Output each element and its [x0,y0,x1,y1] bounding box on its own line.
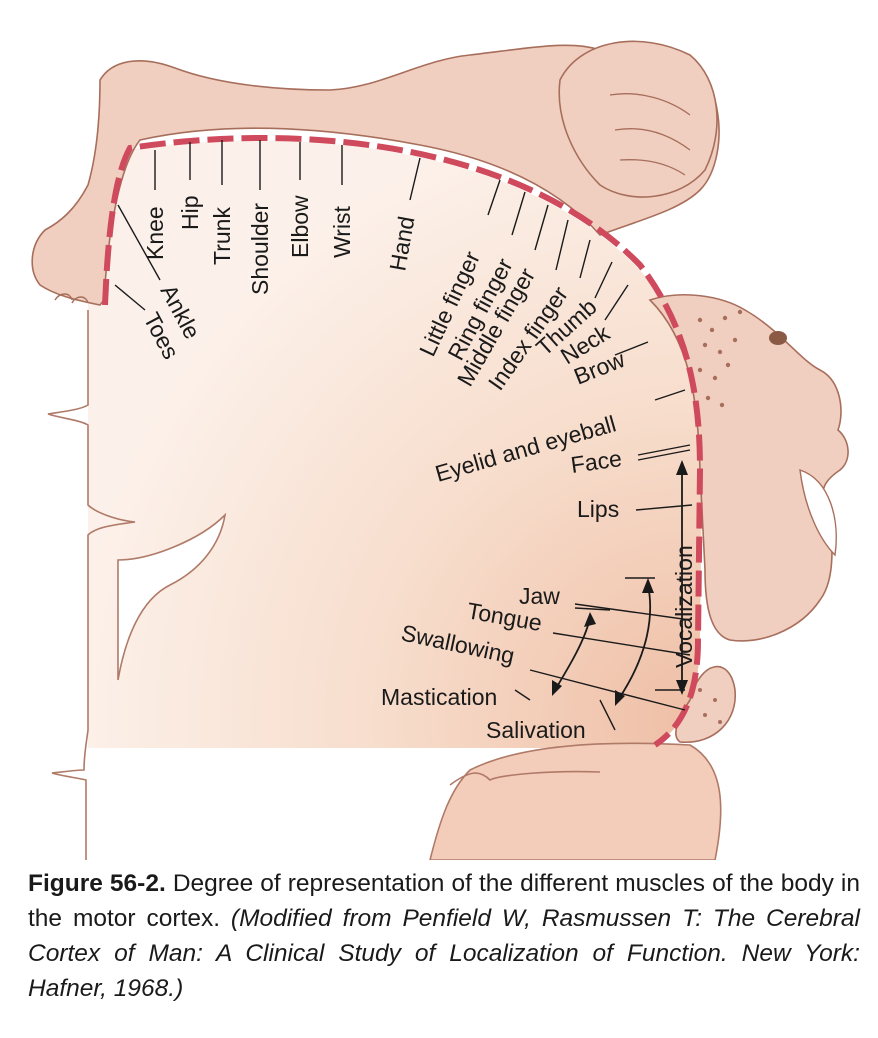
brain-outline-left [47,310,136,860]
label-lips: Lips [577,496,619,522]
arrow-heads [552,460,688,706]
label-vocalization: Vocalization [671,545,697,668]
cortex-band [102,135,704,748]
fist-knuckles [609,93,691,176]
hair-stipple [697,309,743,408]
caption-source: (Modified from Penfield W, Rasmussen T: … [28,905,860,1002]
cortex-section [88,140,703,748]
label-wrist: Wrist [329,205,355,258]
inner-sulcus [117,512,227,681]
label-shoulder: Shoulder [247,203,273,295]
label-trunk: Trunk [209,207,235,265]
homunculus-eye [769,331,787,345]
motor-cortex-diagram: Toes Ankle Knee Hip Trunk Shoulder Elbow… [31,40,849,860]
label-salivation: Salivation [486,717,586,743]
label-knee: Knee [142,206,168,260]
homunculus-mouth [799,468,837,557]
lower-fissure [449,770,601,786]
label-elbow: Elbow [287,195,313,258]
label-hip: Hip [177,195,203,230]
throat-stipple [698,688,722,724]
label-mastication: Mastication [381,684,497,710]
homunculus-fist [558,40,718,198]
caption-label: Figure 56-2. [28,870,166,897]
toes-detail [54,293,89,304]
leader-lines [114,140,693,731]
figure-caption: Figure 56-2. Degree of representation of… [28,866,860,1006]
homunculus-leg [31,44,720,306]
label-jaw: Jaw [519,583,560,609]
caption-text: Degree of representation of the differen… [28,870,860,932]
temporal-region [429,742,722,860]
